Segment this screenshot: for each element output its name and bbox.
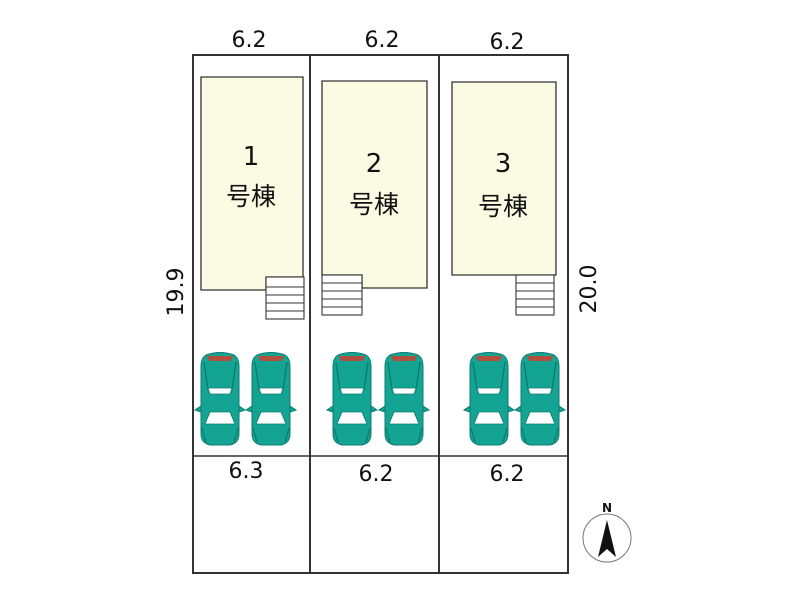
lot-number: 3 — [495, 149, 512, 179]
lot-name: 号棟 — [349, 190, 399, 219]
lot-name: 号棟 — [478, 192, 528, 221]
stairs-icon — [265, 276, 305, 320]
car-top-view-icon — [194, 351, 246, 446]
dimension-top-lot-1: 6.2 — [232, 28, 267, 53]
dimension-top-lot-2: 6.2 — [365, 28, 400, 53]
car-top-view-icon — [378, 351, 430, 446]
dimension-bottom-lot-2: 6.2 — [359, 462, 394, 487]
building-footprint — [451, 81, 557, 276]
building-lot-1[interactable]: 1 号棟 — [200, 76, 304, 291]
car-top-view-icon — [514, 351, 566, 446]
dimension-bottom-lot-3: 6.2 — [490, 462, 525, 487]
lot-number: 2 — [366, 149, 383, 179]
dimension-bottom-lot-1: 6.3 — [229, 459, 264, 484]
building-footprint — [321, 80, 428, 289]
car-top-view-icon — [245, 351, 297, 446]
lot-number: 1 — [243, 142, 260, 172]
building-lot-3[interactable]: 3 号棟 — [451, 81, 557, 276]
site-outline — [192, 54, 569, 574]
lot-name: 号棟 — [226, 182, 276, 211]
dimension-top-lot-3: 6.2 — [490, 30, 525, 55]
building-lot-2[interactable]: 2 号棟 — [321, 80, 428, 289]
north-arrow-icon: N — [582, 501, 632, 563]
car-top-view-icon — [326, 351, 378, 446]
car-top-view-icon — [463, 351, 515, 446]
compass-label: N — [602, 501, 612, 515]
dimension-left-depth: 19.9 — [164, 268, 189, 317]
stairs-icon — [515, 274, 555, 316]
stairs-icon — [321, 274, 363, 316]
dimension-right-depth: 20.0 — [577, 265, 602, 314]
site-boundary — [192, 54, 569, 574]
